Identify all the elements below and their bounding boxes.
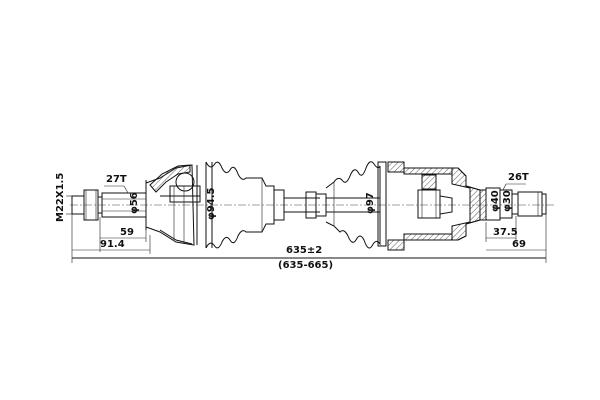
- boot-diameter-label: φ94.5: [206, 187, 217, 221]
- right-tripod-joint: [377, 161, 487, 251]
- left-boot: [196, 161, 285, 249]
- intermediate-shaft: [284, 191, 380, 219]
- length-label-91-4: 91.4: [100, 239, 125, 250]
- shaft-diameter-label-left: φ56: [129, 192, 140, 214]
- dimension-lines: [66, 183, 547, 263]
- thread-label: M22X1.5: [55, 172, 66, 222]
- right-stub-shaft: [485, 187, 547, 221]
- left-threaded-stub: [71, 189, 147, 221]
- diameter-label-30: φ30: [502, 190, 513, 212]
- length-label-37-5: 37.5: [493, 227, 518, 238]
- overall-range-label: (635-665): [278, 260, 334, 271]
- diameter-label-40: φ40: [490, 190, 501, 212]
- length-label-69: 69: [512, 239, 526, 250]
- spline-label-left: 27T: [106, 174, 127, 185]
- length-label-59: 59: [120, 227, 134, 238]
- housing-diameter-label: φ97: [365, 192, 376, 214]
- overall-length-label: 635±2: [286, 245, 323, 256]
- spline-label-right: 26T: [508, 172, 529, 183]
- left-cv-joint: [145, 164, 201, 246]
